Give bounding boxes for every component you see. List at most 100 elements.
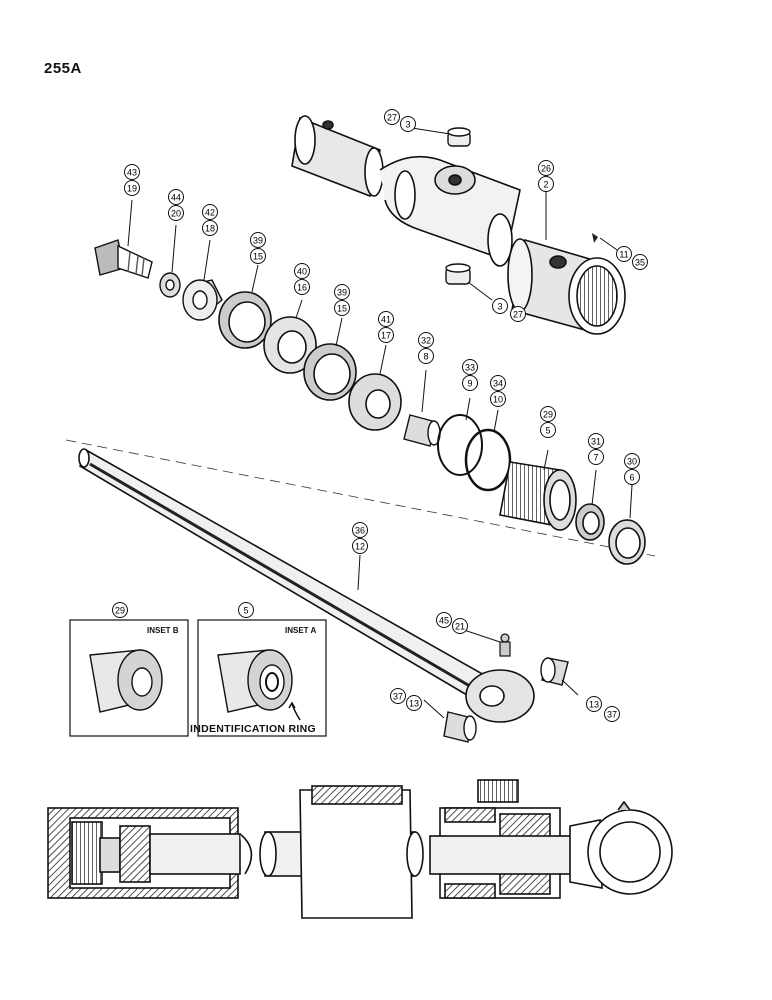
svg-text:34: 34 (493, 379, 503, 389)
ring-6 (608, 519, 646, 565)
svg-text:27: 27 (387, 113, 397, 123)
inset-b-label: INSET B (147, 626, 179, 635)
svg-text:39: 39 (253, 236, 263, 246)
o-ring (437, 414, 483, 476)
callout-c-3-27: 3 27 (492, 298, 526, 322)
svg-text:32: 32 (421, 336, 431, 346)
svg-text:40: 40 (297, 267, 307, 277)
svg-text:7: 7 (593, 453, 598, 463)
svg-text:21: 21 (455, 622, 465, 632)
svg-text:17: 17 (381, 331, 391, 341)
svg-text:20: 20 (171, 209, 181, 219)
callout-c-26: 26 2 (538, 160, 554, 192)
svg-text:29: 29 (115, 606, 125, 616)
svg-text:43: 43 (127, 168, 137, 178)
identification-ring-label: INDENTIFICATION RING (190, 723, 316, 735)
callout-c-31: 31 7 (588, 433, 604, 465)
svg-text:30: 30 (627, 457, 637, 467)
svg-text:37: 37 (393, 692, 403, 702)
callout-c-37-13: 37 13 (390, 688, 422, 711)
backup-ring (464, 428, 512, 492)
callout-c-39a: 39 15 (250, 232, 266, 264)
bushing-3-lower (445, 263, 471, 285)
rod-bushing-right (540, 657, 569, 686)
callout-c-30: 30 6 (624, 453, 640, 485)
end-cap (507, 238, 626, 335)
svg-text:41: 41 (381, 315, 391, 325)
inset-a-label: INSET A (285, 626, 317, 635)
svg-text:15: 15 (253, 252, 263, 262)
svg-text:31: 31 (591, 437, 601, 447)
piston-rod (78, 448, 535, 723)
svg-text:6: 6 (629, 473, 634, 483)
svg-text:27: 27 (513, 310, 523, 320)
svg-text:39: 39 (337, 288, 347, 298)
callout-c-41: 41 17 (378, 311, 394, 343)
svg-text:10: 10 (493, 395, 503, 405)
svg-text:29: 29 (543, 410, 553, 420)
svg-text:3: 3 (497, 302, 502, 312)
inset-b-callout: 29 (112, 602, 128, 618)
grease-fitting-small (592, 233, 598, 243)
svg-text:45: 45 (439, 616, 449, 626)
callout-c-39b: 39 15 (334, 284, 350, 316)
washer (159, 272, 181, 298)
callout-c-43: 43 19 (124, 164, 140, 196)
svg-text:9: 9 (467, 379, 472, 389)
seal-15a (218, 291, 272, 349)
svg-text:19: 19 (127, 184, 137, 194)
svg-text:3: 3 (405, 120, 410, 130)
callout-c-11-35: 11 35 (616, 246, 648, 270)
cross-section-assembly (47, 779, 673, 919)
svg-text:13: 13 (409, 699, 419, 709)
svg-text:12: 12 (355, 542, 365, 552)
callout-c-27a: 27 3 (384, 109, 416, 132)
wiper (575, 503, 605, 541)
svg-text:26: 26 (541, 164, 551, 174)
callout-c-45: 45 21 (436, 612, 468, 634)
svg-text:33: 33 (465, 363, 475, 373)
callout-c-40: 40 16 (294, 263, 310, 295)
svg-text:16: 16 (297, 283, 307, 293)
page-number: 255A (44, 60, 82, 77)
leader-lines (127, 127, 633, 719)
callout-c-42: 42 18 (202, 204, 218, 236)
callout-c-36: 36 12 (352, 522, 368, 554)
gland (499, 461, 577, 531)
rod-bushing-left (443, 711, 477, 743)
svg-text:2: 2 (543, 180, 548, 190)
callout-c-34: 34 10 (490, 375, 506, 407)
inset-a-gland (217, 649, 301, 721)
svg-text:11: 11 (619, 250, 628, 260)
cylinder-tube (291, 115, 521, 267)
bolt (94, 239, 153, 279)
inset-a-callout: 5 (238, 602, 254, 618)
svg-text:35: 35 (635, 258, 645, 268)
svg-text:5: 5 (545, 426, 550, 436)
svg-text:15: 15 (337, 304, 347, 314)
callout-c-33: 33 9 (462, 359, 478, 391)
svg-text:13: 13 (589, 700, 599, 710)
svg-text:5: 5 (243, 606, 248, 616)
callout-c-44: 44 20 (168, 189, 184, 221)
bushing-8 (403, 414, 441, 447)
callout-c-13-37: 13 37 (586, 696, 620, 722)
ring-16 (263, 316, 317, 374)
callout-c-32: 32 8 (418, 332, 434, 364)
inset-b-gland (89, 649, 163, 713)
ring-17 (348, 373, 402, 431)
seal-15b (303, 343, 357, 401)
svg-text:36: 36 (355, 526, 365, 536)
nut (182, 279, 223, 321)
svg-text:42: 42 (205, 208, 215, 218)
svg-text:44: 44 (171, 193, 181, 203)
svg-text:8: 8 (423, 352, 428, 362)
grease-fitting (499, 633, 511, 657)
axis-line (65, 439, 656, 557)
bushing-3-upper (447, 127, 471, 147)
callout-c-29: 29 5 (540, 406, 556, 438)
svg-text:18: 18 (205, 224, 215, 234)
svg-text:37: 37 (607, 710, 617, 720)
